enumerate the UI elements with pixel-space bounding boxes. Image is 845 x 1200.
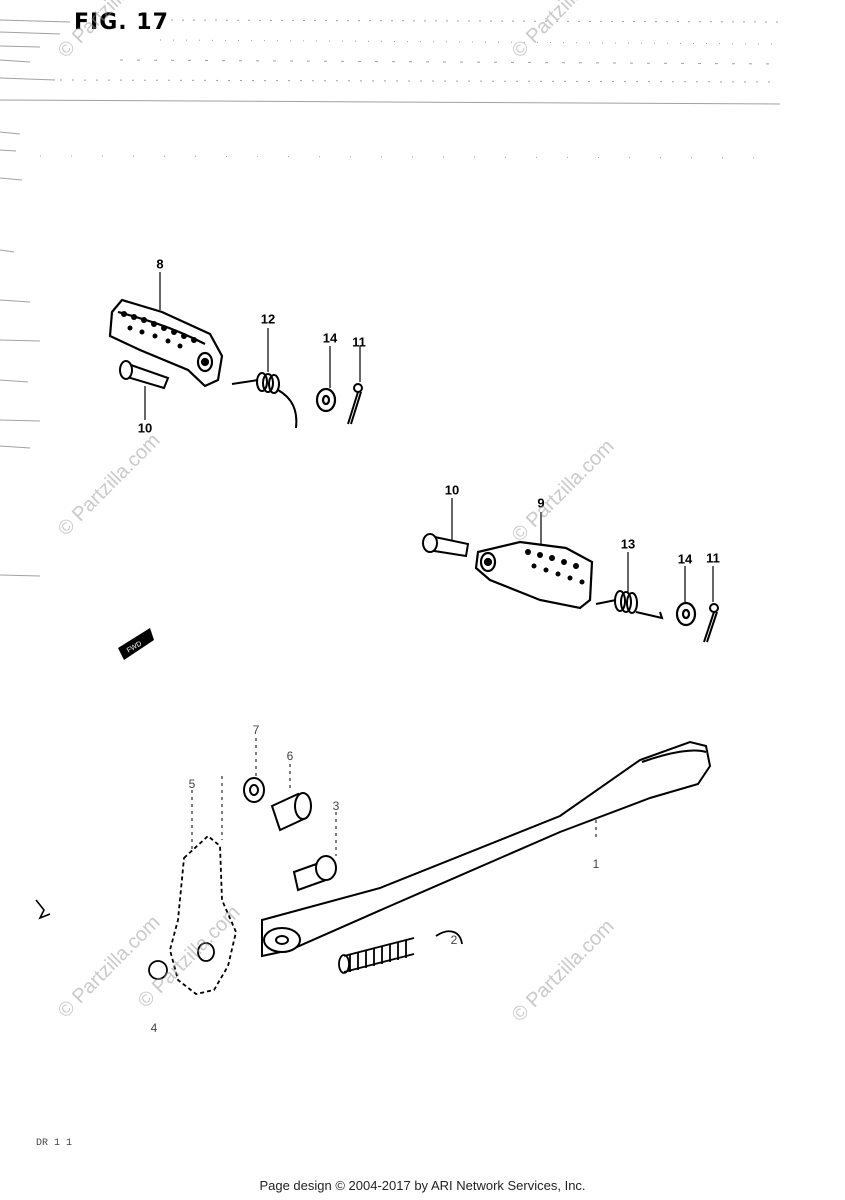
callout-2: 2 (450, 933, 458, 947)
callout-8: 8 (156, 256, 164, 272)
callout-11-top: 11 (352, 334, 366, 350)
washer-7 (243, 777, 265, 803)
callout-10-right: 10 (444, 482, 460, 498)
callout-1: 1 (592, 857, 600, 871)
stand-bracket (148, 834, 237, 995)
callout-12: 12 (260, 311, 276, 327)
footer-copyright: Page design © 2004-2017 by ARI Network S… (259, 1178, 586, 1193)
callout-3: 3 (332, 799, 340, 813)
spring-right (595, 590, 664, 620)
side-stand (261, 740, 712, 958)
callout-4: 4 (150, 1021, 158, 1035)
pin-right (422, 533, 470, 558)
callout-6: 6 (286, 749, 294, 763)
screw-small (35, 899, 51, 920)
leaders-right (451, 498, 714, 602)
bolt-6 (270, 792, 312, 832)
bolt-3 (292, 855, 337, 892)
figure-title: FIG. 17 (74, 10, 169, 35)
callout-14-right: 14 (677, 551, 693, 567)
footrest-right (474, 540, 594, 610)
footrest-left (108, 298, 224, 388)
cotter-pin-left (347, 383, 363, 425)
callout-13: 13 (620, 536, 636, 552)
callout-9: 9 (537, 495, 545, 511)
callout-14-top: 14 (322, 330, 338, 346)
fwd-arrow: FWD (118, 628, 154, 660)
pin-left (119, 360, 170, 390)
cotter-pin-right (703, 603, 719, 643)
callout-7: 7 (252, 723, 260, 737)
leaders-top (144, 272, 361, 420)
scan-noise (0, 19, 781, 577)
leaders-bottom (191, 738, 597, 856)
callout-10-top: 10 (137, 420, 153, 436)
spring-left (231, 372, 298, 429)
stand-spring (338, 930, 463, 974)
callout-5: 5 (188, 777, 196, 791)
washer-right (675, 601, 697, 627)
page-code: DR 1 1 (36, 1138, 73, 1149)
callout-11-right: 11 (706, 550, 720, 566)
washer-left (315, 387, 337, 413)
